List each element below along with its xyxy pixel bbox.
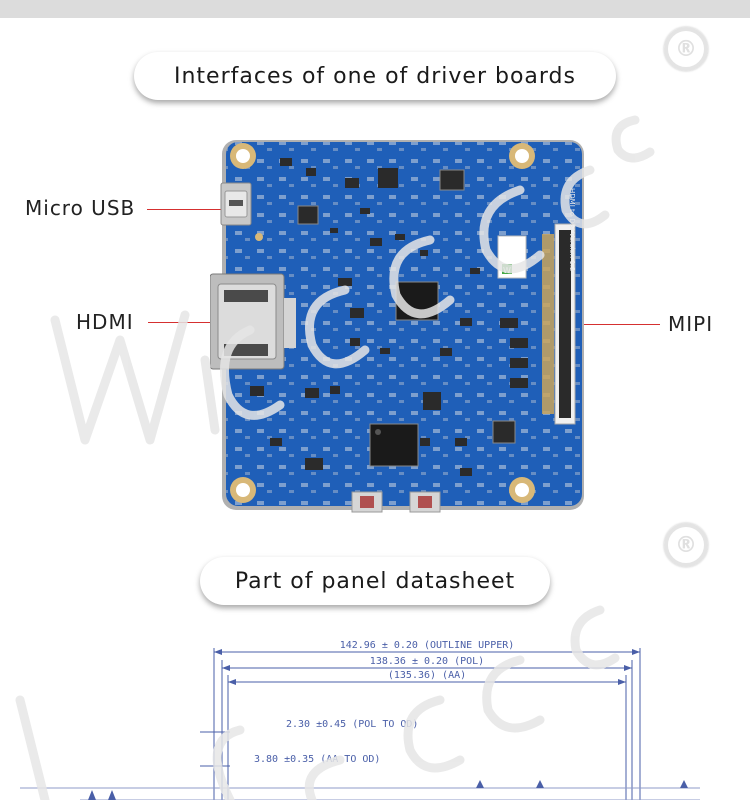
callout-label-micro-usb: Micro USB <box>25 196 136 220</box>
datasheet-dimensions: 142.96 ± 0.20 (OUTLINE UPPER) 138.36 ± 0… <box>20 640 700 800</box>
sticker-letter: W <box>503 266 511 275</box>
dimension-aa: (135.36) (AA) <box>388 670 466 681</box>
mounting-holes <box>230 143 535 503</box>
callout-line-micro-usb <box>147 209 222 210</box>
section-title-driver-board: Interfaces of one of driver boards <box>134 52 616 100</box>
top-gray-bar <box>0 0 750 18</box>
driver-board-drawing: W <box>209 140 584 513</box>
panel-datasheet-drawing: 142.96 ± 0.20 (OUTLINE UPPER) 138.36 ± 0… <box>0 630 750 800</box>
registered-mark-icon-2: ® <box>664 523 708 567</box>
dimension-pol-to-od: 2.30 ±0.45 (POL TO OD) <box>286 719 418 730</box>
driver-board-image: W <box>209 138 590 516</box>
section-title-panel-datasheet: Part of panel datasheet <box>200 557 550 605</box>
mipi-connector <box>542 223 576 425</box>
hdmi-port <box>209 273 296 370</box>
callout-line-mipi <box>570 324 660 325</box>
callout-label-hdmi: HDMI <box>76 310 134 334</box>
board-buttons <box>351 491 441 513</box>
board-label-sticker: W <box>497 235 527 279</box>
dimension-outline-upper: 142.96 ± 0.20 (OUTLINE UPPER) <box>340 640 515 651</box>
registered-mark-icon: ® <box>664 27 708 71</box>
callout-line-hdmi <box>148 322 233 323</box>
callout-label-mipi: MIPI <box>668 312 714 336</box>
dimension-aa-to-od: 3.80 ±0.35 (AA TO OD) <box>254 754 380 765</box>
board-silk-text: HDMI to DSI Version 1.2 <box>568 188 576 271</box>
dimension-pol: 138.36 ± 0.20 (POL) <box>370 656 484 667</box>
micro-usb-port <box>220 182 252 226</box>
